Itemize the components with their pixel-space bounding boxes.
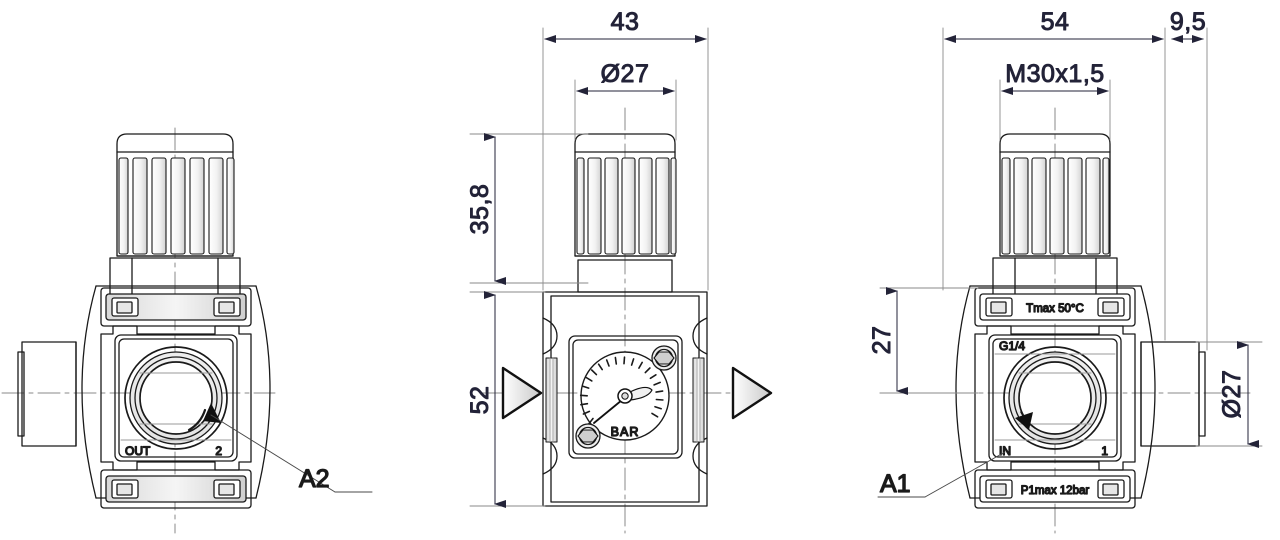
gauge-plate-middle <box>568 335 683 459</box>
gauge-needle <box>593 399 623 424</box>
leader-a2: A2 <box>210 414 373 494</box>
view-middle-front: BAR 43 <box>466 8 773 534</box>
leader-a1: A1 <box>877 451 1006 499</box>
port-label-strip-right: G1/4 IN 1 <box>994 338 1116 459</box>
flow-arrow-left <box>501 366 543 420</box>
right-port-number: 1 <box>1101 444 1108 458</box>
thread-plate-label: Tmax 50°C <box>1026 303 1084 315</box>
pressure-gauge: BAR <box>579 351 670 441</box>
flow-arrow-right <box>731 366 773 420</box>
body-middle <box>542 291 708 507</box>
left-port-number: 2 <box>215 444 222 458</box>
leader-label-a1: A1 <box>880 470 911 498</box>
top-plate-right: Tmax 50°C <box>974 287 1136 327</box>
knob-ribs-middle <box>576 157 677 255</box>
pressure-plate-label: P1max 12bar <box>1021 485 1090 497</box>
adjust-knob-left <box>116 133 235 257</box>
port-thread-label: G1/4 <box>999 339 1025 353</box>
side-port-left <box>17 341 77 447</box>
dim-knob-height: 35,8 <box>466 184 494 235</box>
view-right-side: Tmax 50°C P1max 12bar <box>868 8 1263 534</box>
dim-overall-width: 43 <box>611 8 640 36</box>
dim-overall-depth: 54 <box>1041 8 1070 36</box>
bottom-plate-left <box>100 469 252 509</box>
side-port-right <box>1140 341 1206 447</box>
gauge-screws <box>575 345 677 449</box>
knob-ribs-left <box>118 157 235 255</box>
dim-port-diameter: Ø27 <box>1218 370 1246 419</box>
adjust-knob-middle <box>574 133 677 257</box>
port-label-strip-left: OUT 2 <box>120 439 232 459</box>
knob-ribs-right <box>1001 157 1110 255</box>
bottom-plate-right: P1max 12bar <box>974 469 1136 509</box>
mid-block-left <box>100 325 252 471</box>
view-left-rear: OUT 2 A2 <box>1 127 373 534</box>
gauge-ticks <box>579 356 664 426</box>
dim-port-height: 27 <box>868 326 896 355</box>
gauge-unit-label: BAR <box>611 425 640 439</box>
screw-bottom-left <box>575 423 601 449</box>
dimensions-right: 54 9,5 M30x1,5 27 Ø27 <box>868 8 1263 448</box>
gauge-needle-tail <box>629 386 653 401</box>
dim-knob-diameter: Ø27 <box>601 60 650 88</box>
mid-block-right <box>974 325 1136 471</box>
port-ring-left <box>124 346 228 450</box>
dim-body-height: 52 <box>466 386 494 415</box>
dim-knob-thread: M30x1,5 <box>1005 60 1104 88</box>
left-port-name: OUT <box>125 444 151 458</box>
dim-port-projection: 9,5 <box>1170 8 1206 36</box>
screw-top-right <box>651 345 677 371</box>
body-outline-right <box>955 285 1156 499</box>
leader-label-a2: A2 <box>299 465 330 493</box>
port-ring-right <box>1003 346 1107 450</box>
adjust-knob-right <box>999 133 1111 257</box>
dimensions-middle: 43 Ø27 35,8 52 <box>466 8 709 508</box>
right-port-name: IN <box>999 444 1011 458</box>
top-plate-left <box>100 287 252 327</box>
